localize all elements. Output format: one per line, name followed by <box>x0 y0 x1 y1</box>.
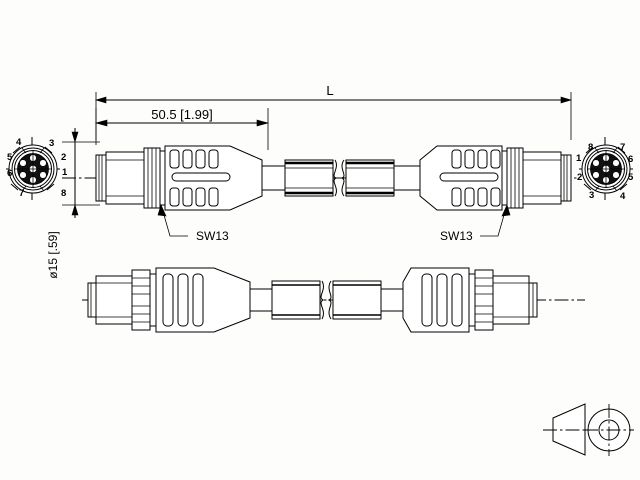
pin-number: 5 <box>628 172 634 183</box>
annotation-sw13-right: SW13 <box>440 204 511 243</box>
pin-number: 2 <box>61 152 66 163</box>
top-view-cable-right <box>345 159 395 197</box>
pin-number: 6 <box>628 154 633 165</box>
pin-number: 8 <box>588 142 593 153</box>
top-view-left-connector <box>95 145 289 211</box>
pin-number: 3 <box>589 190 594 201</box>
dimension-label-connector-length: 50.5 [1.99] <box>151 107 212 122</box>
top-view-cable-left <box>284 159 334 197</box>
left-connector-end-face <box>6 137 60 200</box>
bottom-view-cable-left <box>271 280 321 320</box>
grip-ribs-bottom-right <box>451 187 501 207</box>
annotation-sw13-left: SW13 <box>157 204 229 243</box>
pin-number: 3 <box>49 138 54 149</box>
right-connector-pin-numbers: 8 7 1 6 2 5 3 4 <box>576 142 634 202</box>
top-view-assembly <box>62 145 580 211</box>
right-connector-end-face <box>579 137 633 200</box>
bottom-view-cable-break-symbol <box>320 280 332 320</box>
bottom-view-assembly <box>82 267 585 333</box>
grip-ribs-top <box>169 149 219 169</box>
first-angle-projection-symbol <box>543 403 634 456</box>
cable-break-symbol <box>333 159 345 197</box>
bottom-view-right-connector <box>380 267 538 333</box>
dimension-label-overall-length: L <box>326 83 333 98</box>
annotation-label-sw13-right: SW13 <box>440 229 473 243</box>
grip-ribs-top-right <box>451 149 501 169</box>
annotation-label-sw13-left: SW13 <box>196 229 229 243</box>
pin-number: 4 <box>16 137 22 148</box>
pin-number: 7 <box>620 142 625 153</box>
pin-number: 1 <box>576 153 582 164</box>
bottom-view-left-connector <box>87 267 273 333</box>
pin-number: 1 <box>62 167 68 178</box>
bottom-view-cable-right <box>332 280 382 320</box>
grip-ribs-bottom <box>169 187 219 207</box>
dimension-diameter: ø15 [.59] <box>46 128 100 279</box>
pin-number: 7 <box>19 188 24 199</box>
top-view-right-connector <box>393 145 572 211</box>
pin-number: 8 <box>61 188 66 199</box>
left-connector-pin-numbers: 1 2 3 4 5 6 7 8 <box>7 137 68 199</box>
dimension-label-diameter: ø15 [.59] <box>46 231 60 278</box>
dimension-overall-length: L <box>94 83 573 140</box>
pin-number: 6 <box>7 168 12 179</box>
pin-number: 2 <box>577 172 582 183</box>
dimension-connector-length: 50.5 [1.99] <box>94 107 270 150</box>
pin-number: 5 <box>7 152 13 163</box>
pin-number: 4 <box>620 191 626 202</box>
